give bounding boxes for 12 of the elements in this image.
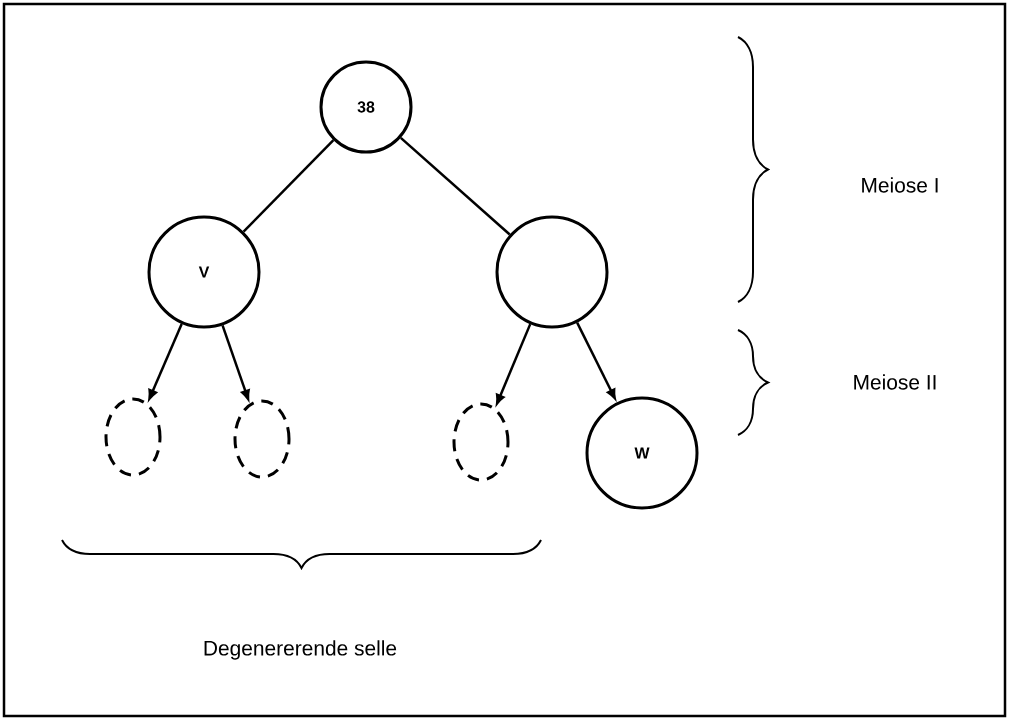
dashed-cell — [233, 399, 291, 479]
arrow — [148, 323, 183, 400]
line — [242, 139, 335, 233]
stage-label: Meiose II — [854, 374, 936, 390]
stage-label: Degenererende selle — [204, 640, 397, 660]
stage-label: Meiose I — [862, 177, 938, 193]
line — [399, 136, 511, 236]
cell-circle — [495, 215, 609, 329]
dashed-cell — [104, 397, 162, 477]
arrow — [576, 322, 616, 400]
dashed-cell — [452, 402, 510, 482]
arrow — [495, 323, 532, 405]
